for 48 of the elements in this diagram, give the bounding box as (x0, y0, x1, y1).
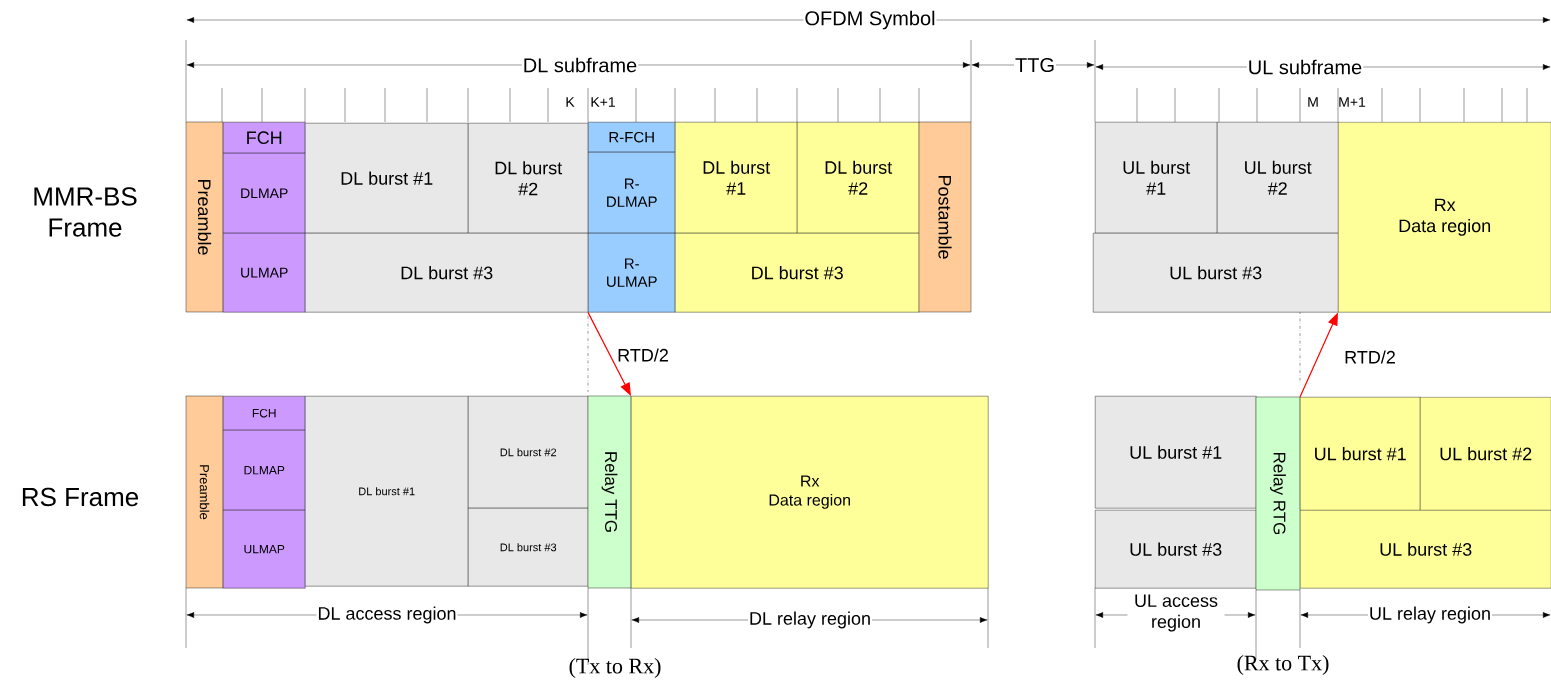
burst-box: DL burst #3 (468, 508, 589, 587)
burst-box: UL burst #2 (1420, 397, 1551, 511)
relay-map-box: R-FCH (588, 122, 676, 153)
preamble-band: Preamble (185, 121, 224, 313)
row-title: RS Frame (22, 487, 139, 507)
arrow (587, 311, 631, 396)
edge-label: RTD/2 (616, 347, 670, 363)
tick-label: K (566, 97, 575, 107)
burst-box: DL burst #1 (675, 122, 798, 234)
burst-box: DL burst #1 (305, 123, 469, 234)
map-box: ULMAP (223, 233, 306, 313)
gap-band: Relay RTG (1255, 396, 1301, 591)
dimension-label: OFDM Symbol (803, 9, 937, 31)
burst-box: DL burst #2 (468, 123, 589, 234)
dimension-label: DL access region (316, 605, 458, 625)
transition-label: (Tx to Rx) (569, 658, 661, 678)
row-title: MMR-BS Frame (34, 187, 137, 237)
tick-label: K+1 (591, 97, 615, 107)
map-box: FCH (223, 396, 306, 431)
burst-box: DL burst #3 (305, 233, 589, 313)
burst-box: UL burst #3 (1095, 510, 1257, 589)
burst-box: UL burst #2 (1217, 122, 1339, 234)
burst-box: UL burst #1 (1300, 397, 1421, 511)
dimension-label: UL access region (1127, 593, 1225, 633)
burst-box: Rx Data region (1338, 122, 1551, 313)
dimension-label: DL subframe (521, 56, 639, 74)
preamble-band: Preamble (185, 395, 224, 589)
burst-box: UL burst #3 (1093, 233, 1339, 313)
map-box: ULMAP (223, 510, 306, 589)
gap-band: Relay TTG (587, 395, 632, 589)
tick-label: M (1308, 97, 1318, 107)
dimension-label: UL subframe (1246, 58, 1364, 76)
transition-label: (Rx to Tx) (1237, 655, 1329, 675)
relay-map-box: R-ULMAP (588, 233, 676, 313)
burst-box: Rx Data region (631, 396, 989, 589)
burst-box: DL burst #2 (468, 396, 589, 509)
map-box: FCH (223, 122, 306, 154)
dimension-label: DL relay region (748, 610, 873, 630)
preamble-band: Postamble (918, 121, 972, 313)
dimension-label: TTG (1014, 56, 1056, 74)
burst-box: UL burst #1 (1095, 396, 1257, 509)
burst-box: DL burst #3 (675, 233, 920, 313)
edge-label: RTD/2 (1343, 349, 1397, 365)
burst-box: UL burst #1 (1095, 122, 1218, 234)
burst-box: DL burst #2 (797, 122, 920, 234)
burst-box: UL burst #3 (1300, 510, 1551, 589)
tick-label: M+1 (1339, 97, 1366, 107)
dimension-label: UL relay region (1367, 605, 1493, 625)
